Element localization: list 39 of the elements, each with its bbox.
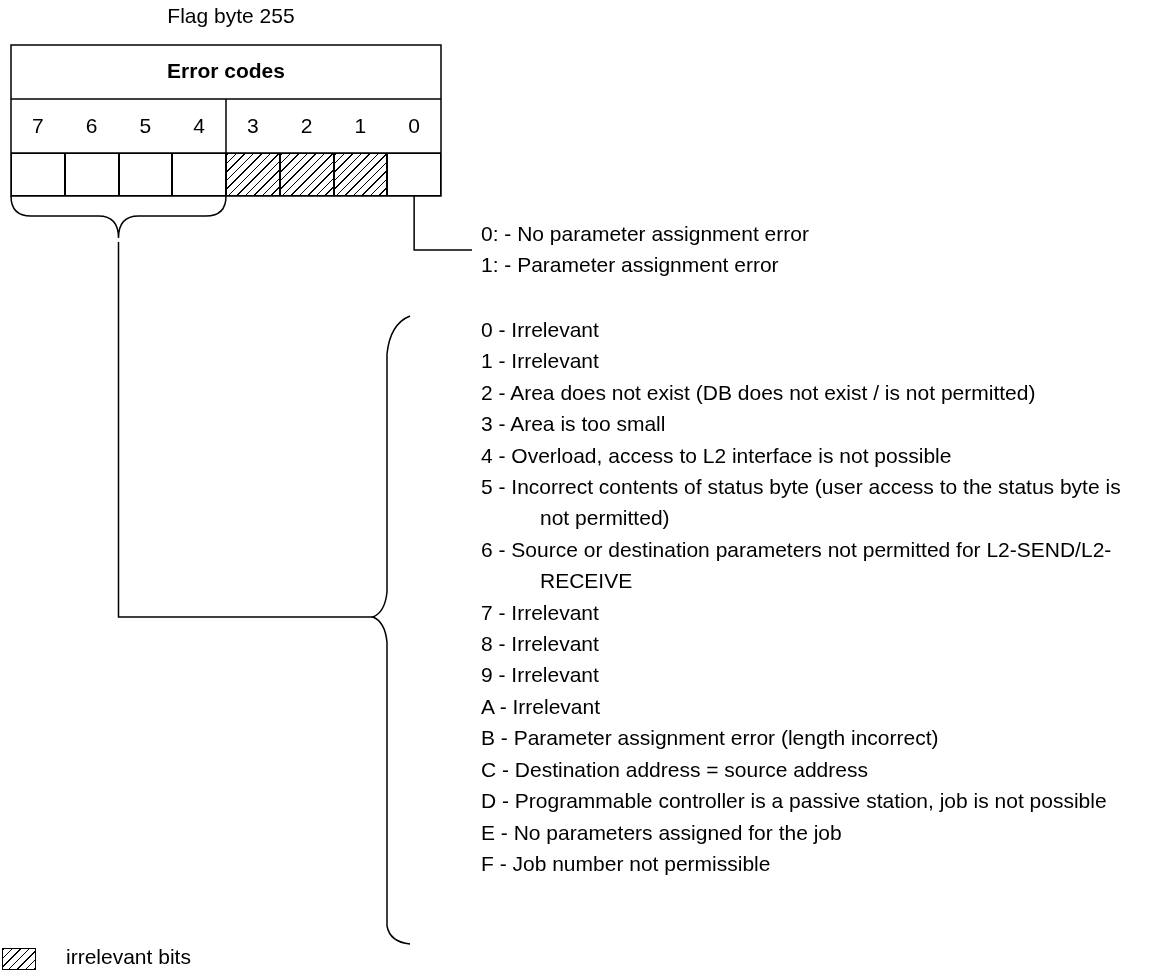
bit-number: 6 xyxy=(85,114,98,138)
code-meaning: B - Parameter assignment error (length incorrect) xyxy=(481,725,939,752)
bit-number: 0 xyxy=(408,114,420,138)
code-meaning: 8 - Irrelevant xyxy=(481,631,600,658)
bit-cell xyxy=(11,153,65,196)
code-meaning: 0 - Irrelevant xyxy=(481,317,600,343)
code-meaning: 6 - Source or destination parameters not permitted for L2-SEND/L2-RECEIVE xyxy=(481,536,1113,595)
code-meaning: 0: - No parameter assignment error xyxy=(481,221,809,247)
code-meaning: F - Job number not permissible xyxy=(481,850,771,877)
code-meaning: 9 - Irrelevant xyxy=(481,662,600,689)
table-heading: Error codes xyxy=(167,59,285,83)
bit-number: 4 xyxy=(193,114,205,138)
code-meaning: 4 - Overload, access to L2 interface is not possible xyxy=(481,442,952,469)
hatched-bit-cell xyxy=(226,153,280,196)
code-meaning: D - Programmable controller is a passive station, job is not possible xyxy=(481,788,1107,815)
register-title: Flag byte 255 xyxy=(167,4,295,28)
leader-line xyxy=(117,241,374,618)
bit-cell xyxy=(387,153,441,196)
code-meaning: 1: - Parameter assignment error xyxy=(481,252,779,279)
hatched-bit-cell xyxy=(279,153,334,196)
bit-cell xyxy=(64,153,119,196)
code-meaning: E - No parameters assigned for the job xyxy=(481,819,842,846)
code-meaning: 7 - Irrelevant xyxy=(481,599,600,626)
code-meaning: C - Destination address = source address xyxy=(481,756,868,783)
bit-cell xyxy=(172,153,226,196)
code-meaning: 5 - Incorrect contents of status byte (user access to the status byte is not permitted) xyxy=(481,474,1122,532)
leader-line xyxy=(413,195,473,251)
bit-number: 2 xyxy=(300,114,313,138)
bit-cell xyxy=(118,153,173,196)
code-meaning: 2 - Area does not exist (DB does not exist / is not permitted) xyxy=(481,379,1036,406)
code-meaning: A - Irrelevant xyxy=(481,693,602,720)
bit-number: 3 xyxy=(247,114,259,138)
bit-number: 1 xyxy=(354,114,367,138)
bit-number: 5 xyxy=(139,114,152,138)
legend-label: irrelevant bits xyxy=(66,945,191,969)
code-meaning: 3 - Area is too small xyxy=(481,411,666,438)
code-meaning: 1 - Irrelevant xyxy=(481,348,600,375)
bit-number: 7 xyxy=(32,114,44,138)
hatched-bit-cell xyxy=(333,153,388,196)
